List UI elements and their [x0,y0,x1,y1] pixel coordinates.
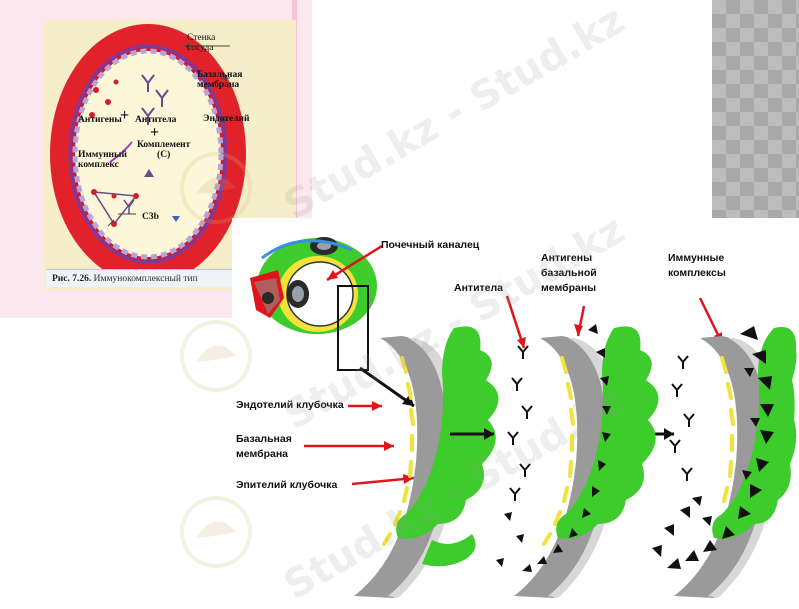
reaction-arrow-icon [109,141,133,163]
label-glomerular-endothelium: Эндотелий клубочка [236,399,344,411]
antibody-icons [141,74,169,125]
label-antibodies-1: Антитела [135,115,177,125]
label-renal-tubule: Почечный каналец [381,239,480,251]
decorative-checker-panel [712,0,799,218]
label-glomerular-epithelium: Эпителий клубочка [236,479,338,491]
label-complement: Комплемент(С) [137,140,191,160]
label-c3b: C3b [142,212,159,222]
glomerular-membrane-figure [232,218,799,600]
complement-icon [144,169,154,177]
membrane-panel-immune-complexes [652,326,797,598]
vessel-lumen [79,55,217,253]
label-antibodies-2: Антитела [454,282,504,294]
membrane-panel-normal [354,326,499,598]
label-endothelium-1: Эндотелий [203,114,250,124]
immune-complex-icon [91,189,139,227]
label-bm-antigens: Антигены базальной мембраны [541,252,597,294]
renal-tubule-inset [250,237,377,371]
plus-sign-1: + [120,107,130,124]
antigen-dots [89,79,119,118]
label-basement-membrane-2: Базальная мембрана [236,433,292,460]
plus-sign-2: + [150,124,160,141]
membrane-panel-antibodies [496,324,659,598]
label-immune-complexes-2: Иммунные комплексы [668,252,726,279]
watermark-text-1: Stud.kz - Stud.kz [276,0,633,230]
label-pointer-arrowheads [184,43,227,123]
label-antigens-1: Антигены [78,115,122,125]
